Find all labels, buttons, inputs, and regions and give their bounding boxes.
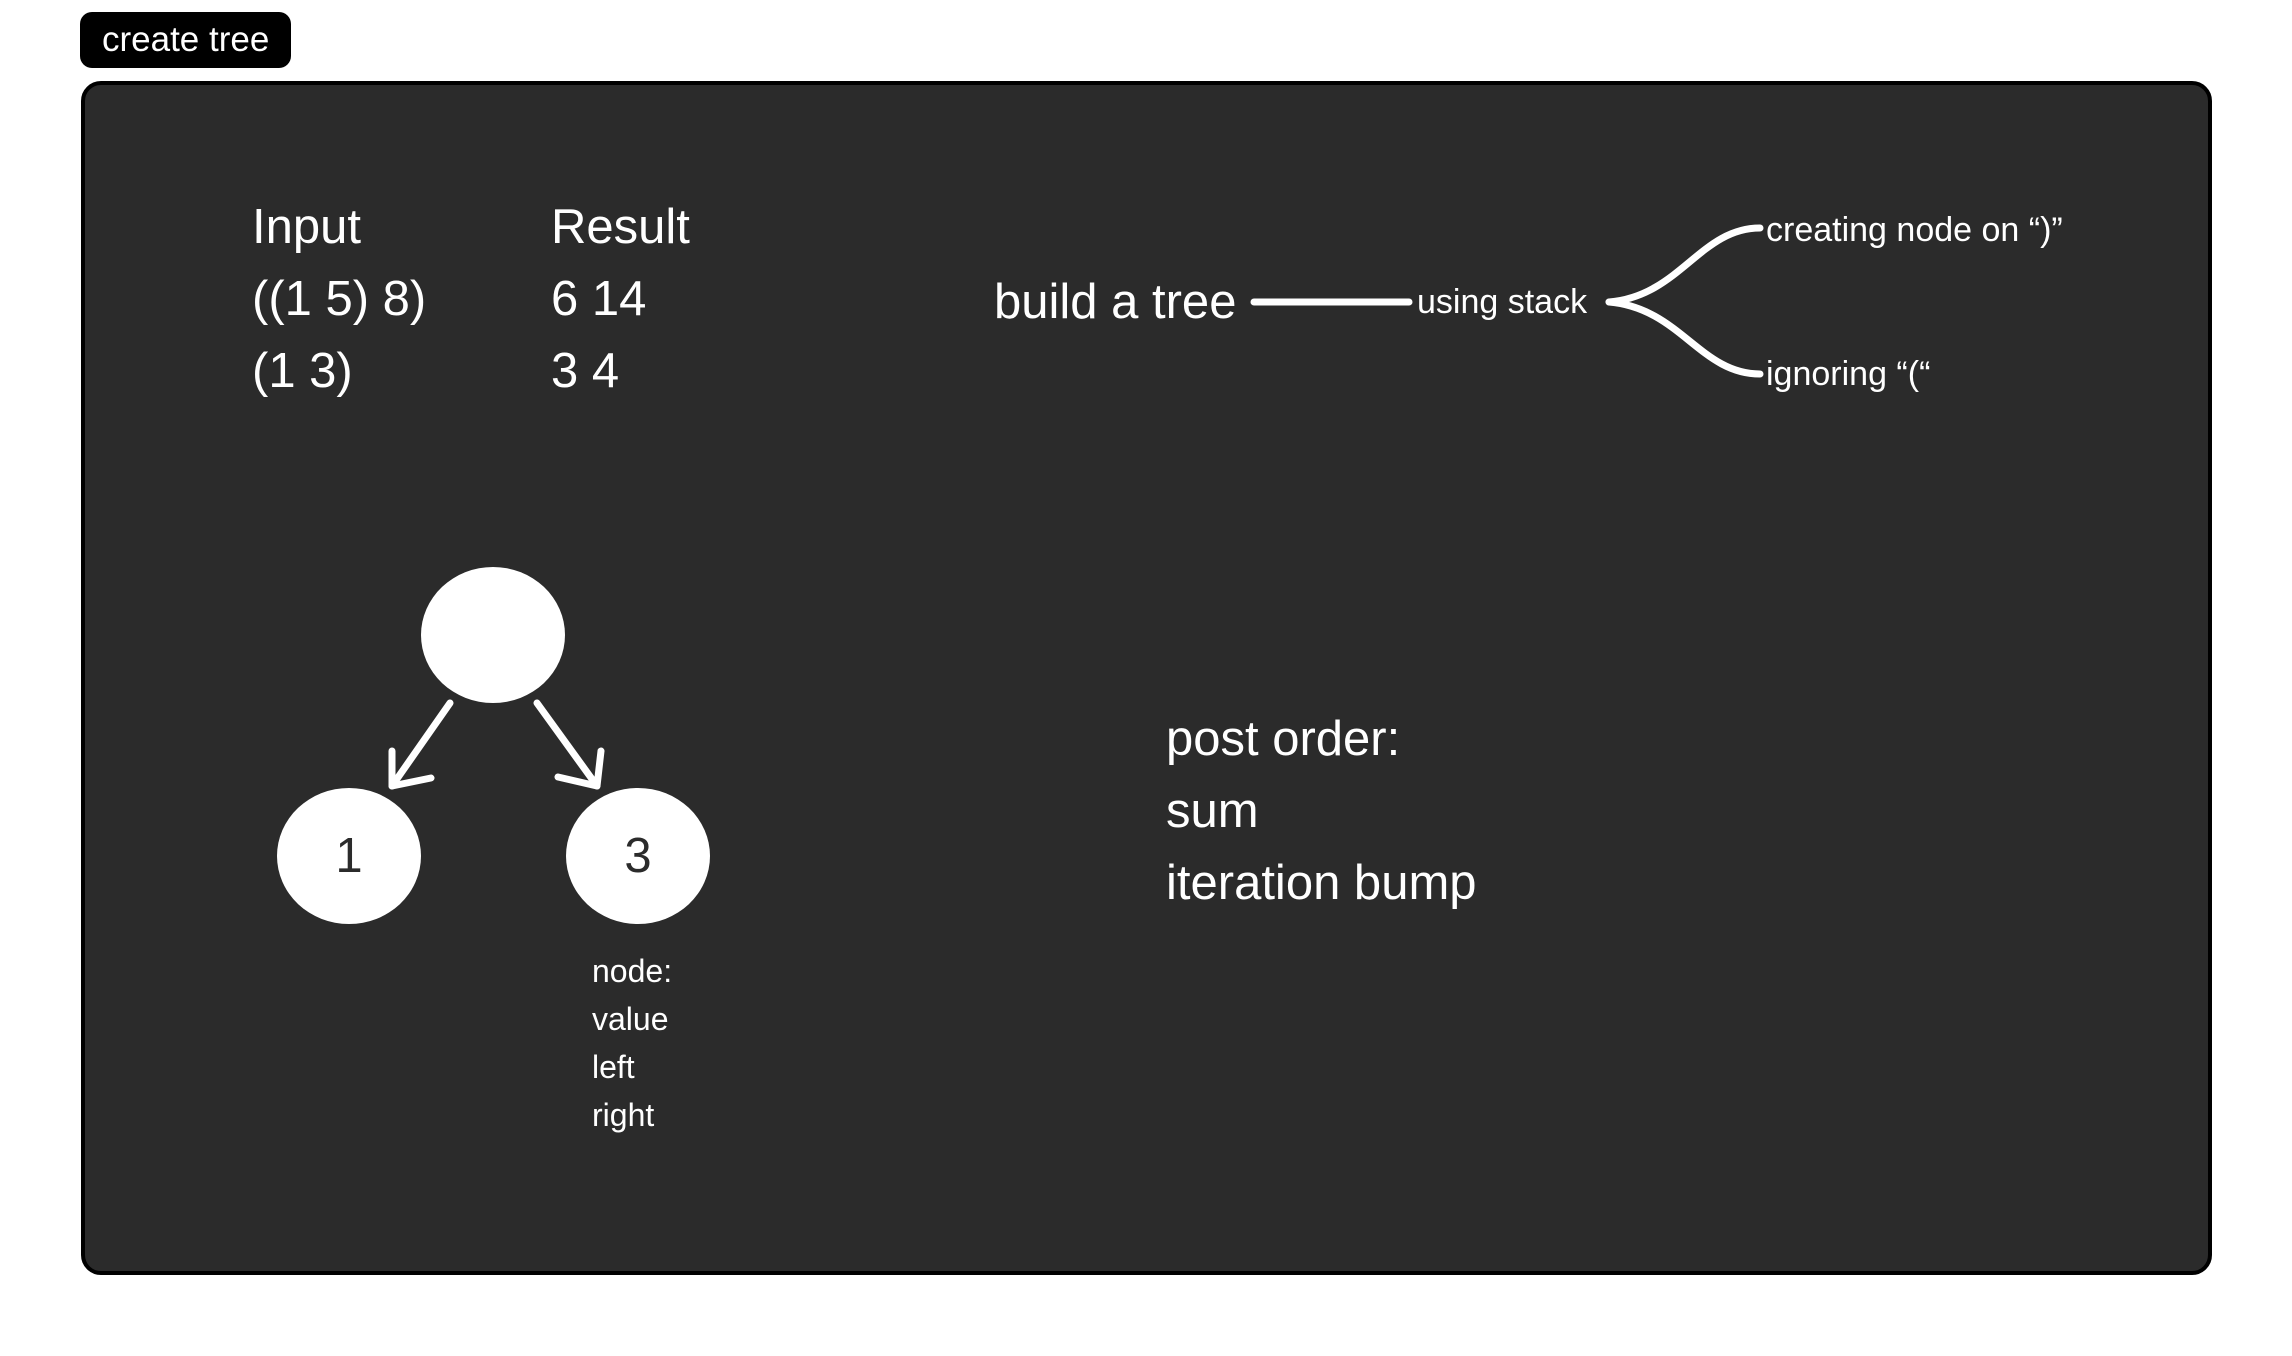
frame-label[interactable]: create tree [80, 12, 292, 68]
mindmap-root[interactable]: build a tree [994, 275, 1237, 329]
mindmap-branch-1[interactable]: creating node on “)” [1766, 211, 2063, 249]
connector-branch-top [1605, 224, 1764, 306]
result-value-2: 3 4 [551, 344, 620, 398]
right-edge-arrow [533, 699, 605, 790]
traversal-line-3: iteration bump [1166, 856, 1477, 910]
tree-left-node[interactable] [277, 788, 421, 924]
traversal-line-2: sum [1166, 784, 1259, 838]
tree-left-label: 1 [335, 829, 363, 883]
tree-right-label: 3 [624, 829, 652, 883]
node-field-1: node: [592, 953, 673, 989]
node-field-2: value [592, 1001, 669, 1037]
connector-branch-bottom [1605, 298, 1764, 378]
input-value-2: (1 3) [252, 344, 353, 398]
tree-right-node[interactable] [566, 788, 710, 924]
result-header: Result [551, 200, 690, 254]
node-field-4: right [592, 1097, 655, 1133]
mindmap-branch-2[interactable]: ignoring “(“ [1766, 355, 1931, 393]
input-header: Input [252, 200, 361, 254]
left-edge-arrow [388, 699, 454, 790]
mindmap-child[interactable]: using stack [1417, 283, 1588, 321]
node-field-3: left [592, 1049, 635, 1085]
tree-root-node[interactable] [421, 567, 565, 703]
input-value-1: ((1 5) 8) [252, 272, 427, 326]
whiteboard-frame[interactable] [81, 81, 2212, 1275]
traversal-line-1: post order: [1166, 712, 1401, 766]
result-value-1: 6 14 [551, 272, 647, 326]
